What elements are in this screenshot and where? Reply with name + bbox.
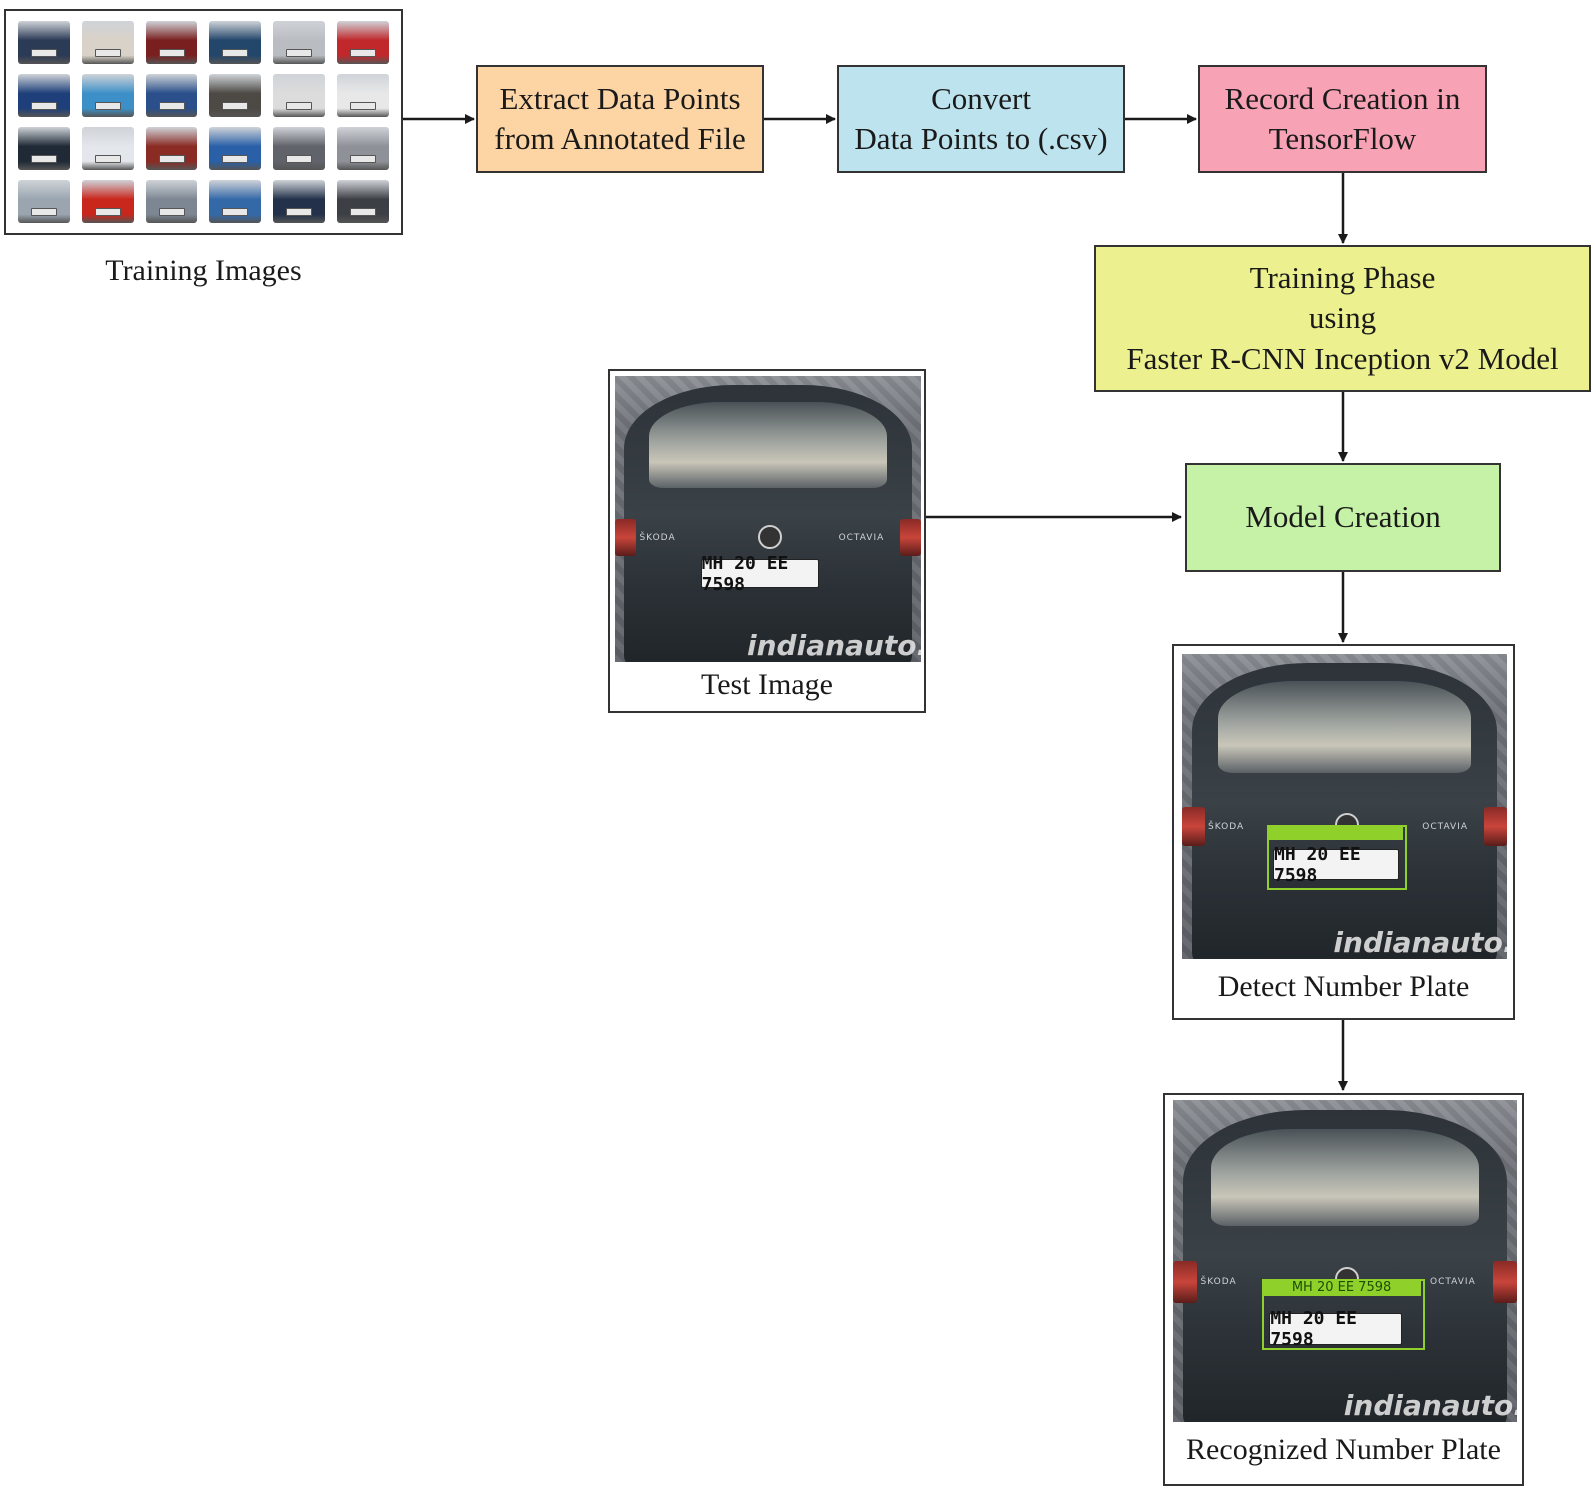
detect-plate-caption: Detect Number Plate bbox=[1217, 970, 1470, 1003]
detect-plate-frame: ŠKODA OCTAVIA MH 20 EE 7598 indianauto. … bbox=[1172, 644, 1515, 1020]
training-thumbnail bbox=[145, 180, 198, 223]
training-thumbnail bbox=[18, 74, 70, 117]
training-thumbnail bbox=[273, 180, 326, 223]
training-images-caption: Training Images bbox=[105, 254, 302, 287]
training-thumbnail bbox=[18, 21, 70, 64]
training-thumbnail bbox=[81, 180, 134, 223]
training-thumbnail bbox=[209, 127, 262, 170]
detect-car-photo: ŠKODA OCTAVIA MH 20 EE 7598 indianauto. bbox=[1182, 654, 1507, 959]
test-number-plate: MH 20 EE 7598 bbox=[700, 553, 819, 595]
training-thumbnail bbox=[209, 74, 262, 117]
training-images-grid bbox=[4, 9, 403, 235]
watermark: indianauto. bbox=[747, 629, 921, 662]
recognized-plate-caption: Recognized Number Plate bbox=[1186, 1433, 1501, 1466]
training-thumbnail bbox=[337, 127, 389, 170]
training-thumbnail bbox=[337, 180, 389, 223]
step-label-line: from Annotated File bbox=[494, 121, 746, 156]
recognition-box bbox=[1262, 1278, 1425, 1351]
training-thumbnail bbox=[18, 127, 70, 170]
training-thumbnail bbox=[145, 127, 198, 170]
recognized-car-photo: ŠKODA OCTAVIA MH 20 EE 7598 MH 20 EE 759… bbox=[1173, 1100, 1517, 1422]
detect-number-plate: MH 20 EE 7598 bbox=[1273, 844, 1399, 886]
step-label-line: TensorFlow bbox=[1268, 121, 1417, 156]
recognized-number-plate: MH 20 EE 7598 bbox=[1269, 1308, 1403, 1350]
extract-data-points-box: Extract Data Points from Annotated File bbox=[476, 65, 764, 173]
detection-label-bar bbox=[1266, 824, 1403, 841]
recognized-text-label: MH 20 EE 7598 bbox=[1262, 1278, 1421, 1297]
training-thumbnail bbox=[273, 74, 326, 117]
watermark: indianauto. bbox=[1343, 1389, 1517, 1422]
training-thumbnail bbox=[273, 21, 326, 64]
test-image-frame: ŠKODA OCTAVIA MH 20 EE 7598 indianauto. … bbox=[608, 369, 926, 713]
training-thumbnail bbox=[18, 180, 70, 223]
recognized-plate-frame: ŠKODA OCTAVIA MH 20 EE 7598 MH 20 EE 759… bbox=[1163, 1093, 1524, 1486]
training-thumbnail bbox=[209, 180, 262, 223]
training-thumbnail bbox=[273, 127, 326, 170]
training-thumbnail bbox=[81, 127, 134, 170]
training-thumbnail bbox=[81, 74, 134, 117]
watermark: indianauto. bbox=[1333, 926, 1507, 959]
record-creation-box: Record Creation in TensorFlow bbox=[1198, 65, 1487, 173]
step-label-line: Extract Data Points bbox=[499, 80, 741, 116]
detection-box bbox=[1266, 824, 1407, 890]
step-label-line: Convert bbox=[931, 80, 1031, 116]
training-thumbnail bbox=[337, 74, 389, 117]
step-label-line: Faster R-CNN Inception v2 Model bbox=[1126, 340, 1559, 376]
skoda-logo-icon bbox=[758, 524, 782, 549]
training-thumbnail bbox=[145, 74, 198, 117]
training-thumbnail bbox=[337, 21, 389, 64]
model-creation-box: Model Creation bbox=[1185, 463, 1501, 572]
step-label-line: Record Creation in bbox=[1224, 80, 1461, 116]
test-image-caption: Test Image bbox=[700, 668, 833, 701]
step-label-line: using bbox=[1308, 300, 1377, 336]
step-label-line: Data Points to (.csv) bbox=[854, 121, 1108, 156]
training-thumbnail bbox=[209, 21, 262, 64]
test-car-photo: ŠKODA OCTAVIA MH 20 EE 7598 indianauto. bbox=[615, 376, 921, 662]
training-thumbnail bbox=[81, 21, 134, 64]
step-label-line: Model Creation bbox=[1245, 499, 1441, 535]
training-thumbnail bbox=[145, 21, 198, 64]
step-label-line: Training Phase bbox=[1249, 260, 1436, 296]
